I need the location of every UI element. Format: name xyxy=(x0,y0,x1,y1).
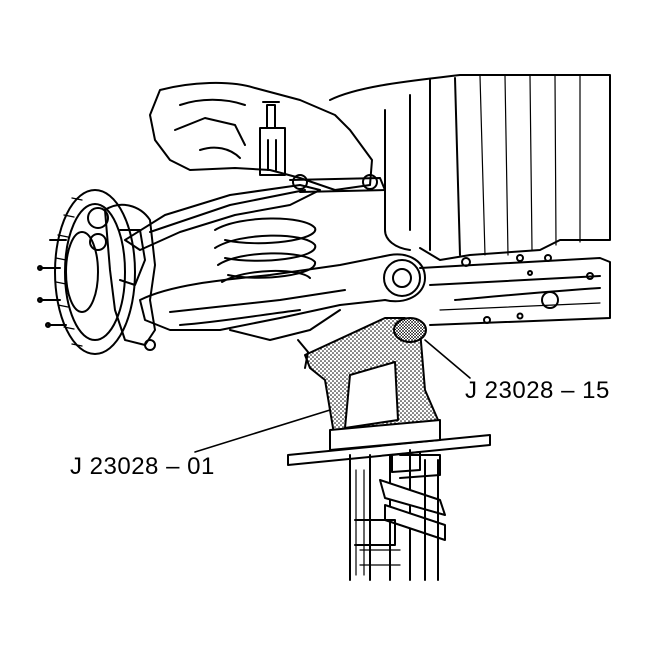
leader-lines xyxy=(194,339,471,453)
frame-panel xyxy=(329,74,611,326)
lower-control-arm xyxy=(139,253,426,341)
brake-rotor xyxy=(37,189,136,355)
coil-spring xyxy=(214,217,317,283)
jack-assembly xyxy=(287,419,491,581)
leader-line-01 xyxy=(194,409,331,453)
callout-j-23028-01: J 23028 – 01 xyxy=(70,453,215,480)
upper-housing xyxy=(149,81,386,193)
upper-control-arm xyxy=(124,184,321,251)
leader-line-15 xyxy=(424,339,471,379)
steering-knuckle xyxy=(87,203,156,351)
callout-j-23028-15: J 23028 – 15 xyxy=(465,377,610,404)
jack-adapter-j23028-01 xyxy=(297,317,439,441)
